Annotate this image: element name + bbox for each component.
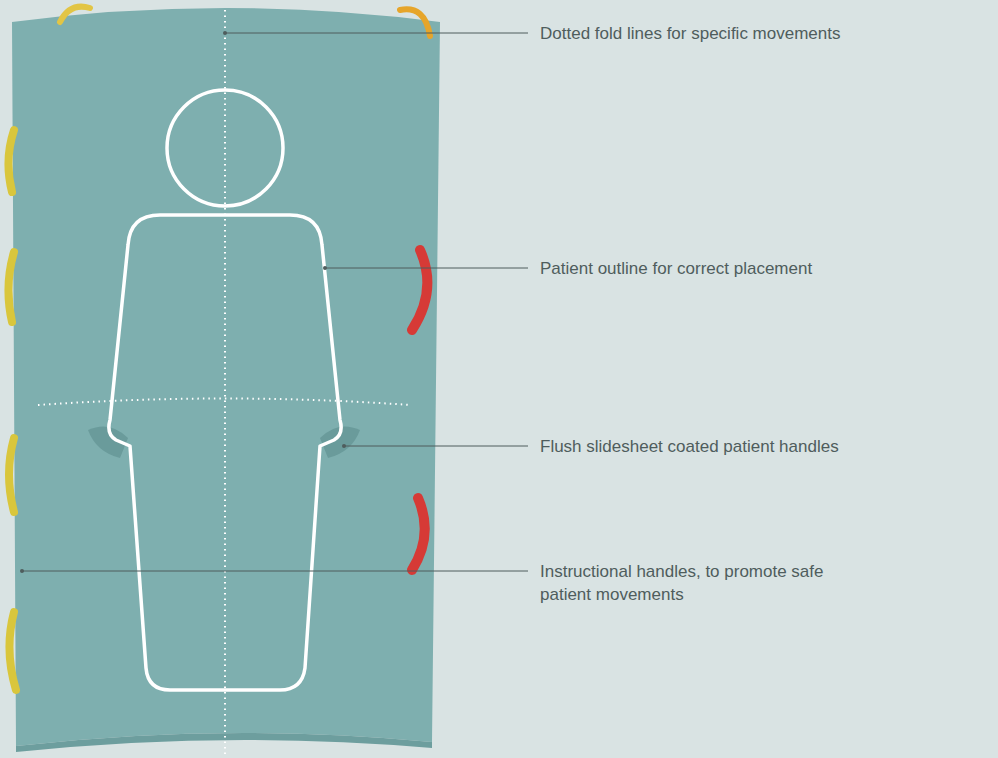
leader-dots xyxy=(20,31,346,573)
yellow-handles xyxy=(8,130,16,690)
fold-line xyxy=(224,10,226,755)
body-outline xyxy=(109,215,341,690)
slide-sheet xyxy=(12,8,440,746)
head-outline xyxy=(167,90,283,206)
corner-handle xyxy=(400,9,430,36)
flush-handle-label: Flush slidesheet coated patient handles xyxy=(540,435,980,458)
leader-lines xyxy=(22,33,528,571)
instructional-handle-label: Instructional handles, to promote safe p… xyxy=(540,560,840,606)
outline-label: Patient outline for correct placement xyxy=(540,257,980,280)
fold-line xyxy=(38,399,410,406)
corner-handle xyxy=(60,7,90,22)
red-handles xyxy=(412,250,427,570)
fold-line-label: Dotted fold lines for specific movements xyxy=(540,22,980,45)
